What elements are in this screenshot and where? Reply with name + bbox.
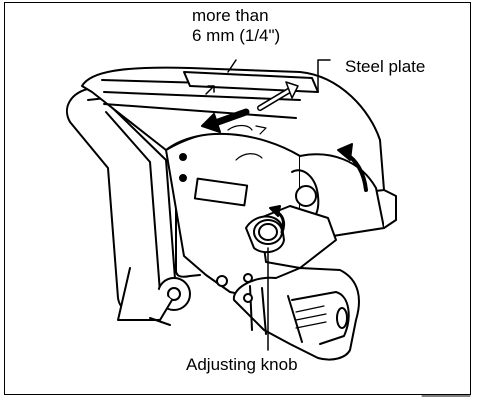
adjusting-knob [245, 215, 285, 254]
rotation-arrow-icon [269, 205, 286, 234]
direction-arrow-icon [205, 85, 215, 95]
adjusting-knob-label: Adjusting knob [186, 355, 298, 374]
direction-arrow-icon [201, 108, 250, 133]
steel-plate-label: Steel plate [345, 57, 426, 76]
rotation-arrow-icon [337, 143, 368, 192]
direction-arrow-icon [257, 81, 299, 111]
gap-leader-line [227, 59, 237, 73]
rotation-arrow-icon [227, 124, 267, 161]
sander-body [65, 66, 397, 361]
gap-label-line2: 6 mm (1/4") [192, 26, 281, 45]
gap-label-line1: more than [192, 6, 269, 25]
steel-plate [183, 59, 331, 93]
